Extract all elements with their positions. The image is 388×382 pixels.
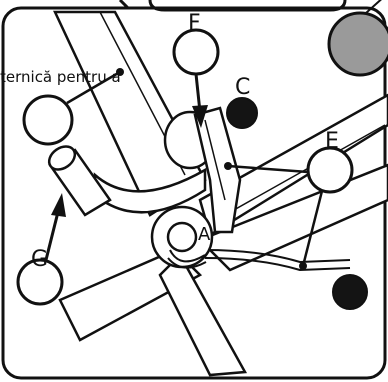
callout-line-e-1	[227, 164, 309, 174]
caption-text: ternică pentru a	[0, 68, 121, 86]
callout-circle-f-top	[172, 28, 220, 76]
cam-spring	[169, 249, 206, 263]
brake-cable-2	[204, 257, 351, 272]
callout-dot-e-1	[224, 162, 232, 170]
grey-disc-marker	[327, 11, 388, 77]
callout-line-caption	[66, 70, 121, 105]
arrow-f-head	[192, 105, 208, 128]
black-marker-c	[226, 97, 258, 129]
top-tube-highlight	[224, 124, 386, 216]
label-a: A	[198, 224, 211, 245]
top-tab-right	[148, 0, 347, 12]
seat-stay-right	[158, 252, 248, 377]
arrow-g-head	[51, 193, 66, 217]
callout-dot-caption	[116, 68, 124, 76]
callout-circle-e	[306, 146, 354, 194]
cam-spring-2	[167, 257, 207, 269]
brake-cable	[204, 249, 351, 264]
label-g: G	[31, 247, 48, 272]
seat-clamp-collar	[93, 167, 207, 214]
black-marker-lower-right	[332, 274, 368, 310]
callout-line-e-2	[301, 190, 324, 267]
clamp-bolt-end	[47, 145, 77, 171]
callout-dot-e-2	[299, 262, 307, 270]
grey-disc-pointer	[365, 0, 382, 14]
callout-circle-caption	[22, 94, 74, 146]
label-e: E	[325, 129, 339, 154]
top-tab-left	[118, 0, 130, 10]
cam-pivot-inner	[166, 221, 198, 253]
lever-edge	[204, 119, 226, 201]
label-c: C	[235, 75, 250, 100]
callout-circle-g	[16, 258, 64, 306]
arrow-g-shaft	[44, 211, 60, 261]
label-f-top: F	[188, 11, 201, 36]
